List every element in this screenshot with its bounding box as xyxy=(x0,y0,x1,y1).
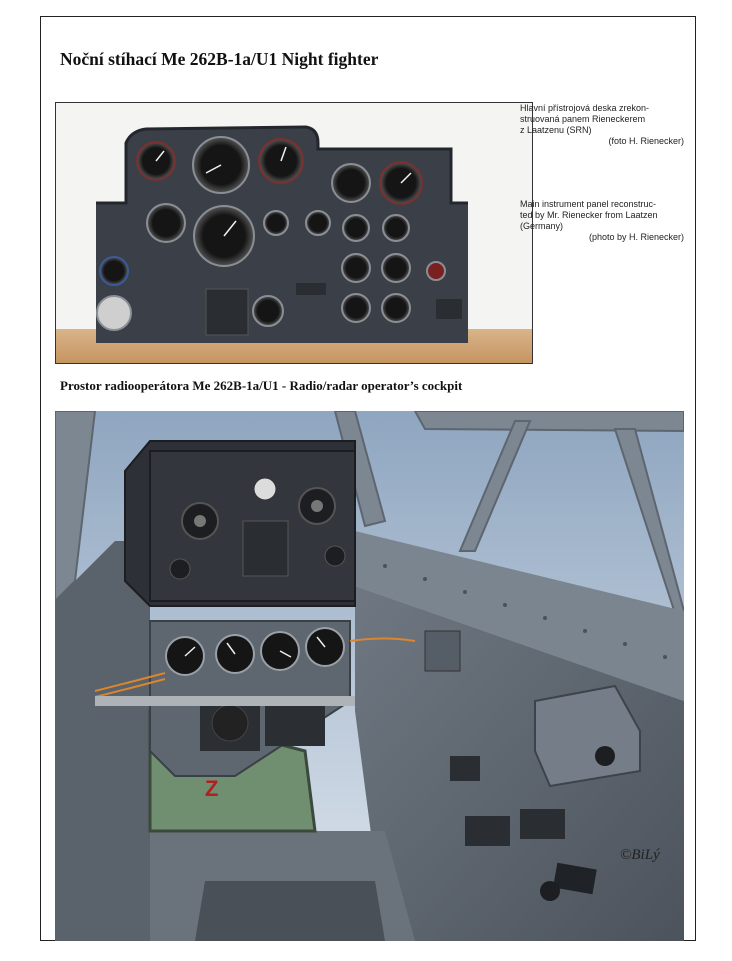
caption-credit: (photo by H. Rienecker) xyxy=(588,232,684,242)
caption-credit: (foto H. Rienecker) xyxy=(608,136,684,146)
page-title: Noční stíhací Me 262B-1a/U1 Night fighte… xyxy=(60,49,379,69)
caption-line: z Laatzenu (SRN) xyxy=(520,125,592,135)
instrument-panel-photo xyxy=(55,102,533,364)
cockpit-subtitle: Prostor radiooperátora Me 262B-1a/U1 - R… xyxy=(60,378,463,393)
artist-signature: ©BiLý xyxy=(620,847,660,863)
caption-line: Hlavní přístrojová deska zrekon- xyxy=(520,103,650,113)
caption-line: struovaná panem Rieneckerem xyxy=(520,114,646,124)
caption-line: Main instrument panel reconstruc- xyxy=(520,199,657,209)
caption-line: (Germany) xyxy=(520,221,564,231)
photo-caption-czech: Hlavní přístrojová deska zrekon- struova… xyxy=(520,103,684,147)
svg-text:Z: Z xyxy=(205,776,218,801)
caption-line: ted by Mr. Rienecker from Laatzen xyxy=(520,210,658,220)
cockpit-illustration: Z xyxy=(55,411,684,941)
photo-caption-english: Main instrument panel reconstruc- ted by… xyxy=(520,199,684,243)
